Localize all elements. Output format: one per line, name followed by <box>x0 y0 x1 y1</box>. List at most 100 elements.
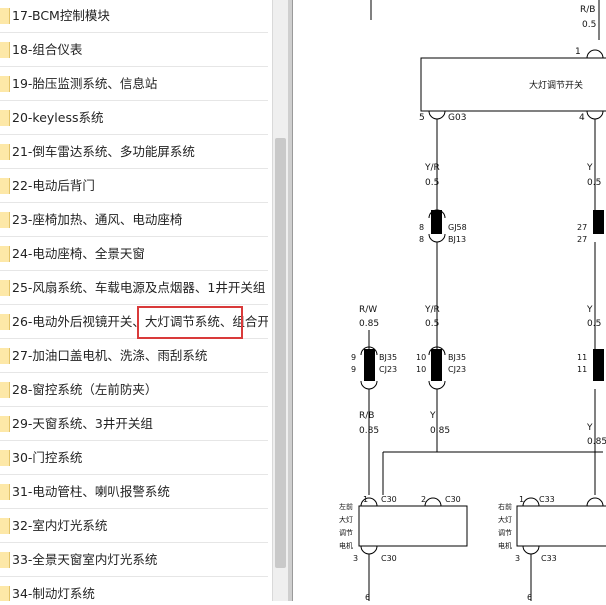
conn2a-name-top: BJ35 <box>379 353 397 362</box>
bookmark-label: 23-座椅加热、通风、电动座椅 <box>12 212 183 227</box>
wire-y4-color: Y <box>586 423 593 433</box>
conn2b-name-bottom: CJ23 <box>448 365 466 374</box>
bookmark-page-icon <box>0 144 10 160</box>
motor-left-pin2: 2 <box>421 495 426 504</box>
headlamp-adjust-switch-box <box>420 57 606 112</box>
conn1-pin-top: 8 <box>419 223 424 232</box>
bookmark-item[interactable]: 31-电动管柱、喇叭报警系统 <box>0 476 268 509</box>
bookmark-label: 27-加油口盖电机、洗涤、雨刮系统 <box>12 348 208 363</box>
top-wire-color: R/B <box>580 5 595 15</box>
right-headlamp-motor-box <box>516 505 606 547</box>
motor-left-label-1: 左前 <box>339 502 353 511</box>
bookmark-item[interactable]: 19-胎压监测系统、信息站 <box>0 68 268 101</box>
conn1-name-top: GJ58 <box>448 223 467 232</box>
bookmark-item[interactable]: 29-天窗系统、3井开关组 <box>0 408 268 441</box>
bookmark-item[interactable]: 26-电动外后视镜开关、大灯调节系统、组合开关 <box>0 306 268 339</box>
motor-left-pin3: 3 <box>353 554 358 563</box>
bookmark-page-icon <box>0 416 10 432</box>
bookmark-item[interactable]: 24-电动座椅、全景天窗 <box>0 238 268 271</box>
wire-yr-color: Y/R <box>424 163 440 173</box>
bottom-mark-left: 6 <box>365 593 370 601</box>
bookmark-item[interactable]: 28-窗控系统（左前防夹） <box>0 374 268 407</box>
bookmark-item[interactable]: 34-制动灯系统 <box>0 578 268 601</box>
wire-y3-gauge: 0.85 <box>430 426 450 436</box>
bookmark-page-icon <box>0 212 10 228</box>
motor-left-label-4: 电机 <box>339 541 353 550</box>
motor-right-label-4: 电机 <box>498 541 512 550</box>
connector-bj35-9 <box>364 349 375 381</box>
conn2b-pin-top: 10 <box>416 353 426 362</box>
bookmark-item[interactable]: 18-组合仪表 <box>0 34 268 67</box>
bookmark-item[interactable]: 23-座椅加热、通风、电动座椅 <box>0 204 268 237</box>
bookmark-label: 33-全景天窗室内灯光系统 <box>12 552 158 567</box>
bookmark-label: 18-组合仪表 <box>12 42 83 57</box>
bookmark-item[interactable]: 27-加油口盖电机、洗涤、雨刮系统 <box>0 340 268 373</box>
scrollbar-thumb[interactable] <box>275 138 286 568</box>
motor-left-label-3: 调节 <box>339 528 353 537</box>
bookmark-item[interactable]: 21-倒车雷达系统、多功能屏系统 <box>0 136 268 169</box>
conn2b-name-top: BJ35 <box>448 353 466 362</box>
bookmark-item[interactable]: 32-室内灯光系统 <box>0 510 268 543</box>
bookmark-page-icon <box>0 110 10 126</box>
bookmark-label: 24-电动座椅、全景天窗 <box>12 246 145 261</box>
conn1r-pin-top: 27 <box>577 223 587 232</box>
bookmark-label: 30-门控系统 <box>12 450 83 465</box>
sidebar-scrollbar[interactable] <box>272 0 288 601</box>
bookmark-item[interactable]: 22-电动后背门 <box>0 170 268 203</box>
bookmark-label: 25-风扇系统、车载电源及点烟器、1井开关组 <box>12 280 266 295</box>
bookmark-item[interactable]: 33-全景天窗室内灯光系统 <box>0 544 268 577</box>
bookmark-page-icon <box>0 348 10 364</box>
wire-y4-gauge: 0.85 <box>587 437 606 447</box>
bookmark-item[interactable]: 20-keyless系统 <box>0 102 268 135</box>
bookmark-label: 21-倒车雷达系统、多功能屏系统 <box>12 144 195 159</box>
bookmark-label: 17-BCM控制模块 <box>12 8 110 23</box>
wire-yr2-gauge: 0.5 <box>425 319 439 329</box>
bookmark-page-icon <box>0 518 10 534</box>
wire-rb2-gauge: 0.85 <box>359 426 379 436</box>
wire-rw-gauge: 0.85 <box>359 319 379 329</box>
bookmark-page-icon <box>0 314 10 330</box>
bookmark-page-icon <box>0 178 10 194</box>
bookmark-page-icon <box>0 42 10 58</box>
motor-left-label-2: 大灯 <box>339 515 353 524</box>
left-headlamp-motor-box <box>358 505 468 547</box>
bookmark-page-icon <box>0 382 10 398</box>
bookmark-label: 20-keyless系统 <box>12 110 104 125</box>
wiring-diagram: R/B 0.5 1 大灯调节开关 5 G03 4 Y/R 0.5 Y 0.5 8… <box>339 0 606 602</box>
switch-pin-left: 5 <box>419 113 425 123</box>
wire-rw-color: R/W <box>359 305 377 315</box>
motor-right-conn1: C33 <box>539 495 555 504</box>
wire-y-color: Y <box>586 163 593 173</box>
conn1-pin-bottom: 8 <box>419 235 424 244</box>
top-wire-gauge: 0.5 <box>582 20 596 30</box>
bookmark-page-icon <box>0 552 10 568</box>
connector-11 <box>593 349 604 381</box>
motor-left-conn3: C30 <box>381 554 397 563</box>
connector-bj35-10 <box>431 349 442 381</box>
bookmark-item[interactable]: 17-BCM控制模块 <box>0 0 268 33</box>
bookmark-label: 31-电动管柱、喇叭报警系统 <box>12 484 170 499</box>
conn2a-pin-top: 9 <box>351 353 356 362</box>
bookmark-page-icon <box>0 246 10 262</box>
red-highlight-box <box>137 306 243 339</box>
bookmark-page-icon <box>0 280 10 296</box>
motor-left-pin1: 1 <box>363 495 368 504</box>
switch-pin-top: 1 <box>575 47 581 57</box>
bookmark-page-icon <box>0 8 10 24</box>
bottom-mark-right: 6 <box>527 593 532 601</box>
wiring-diagram-page: R/B 0.5 1 大灯调节开关 5 G03 4 Y/R 0.5 Y 0.5 8… <box>292 0 606 602</box>
bookmark-label: 28-窗控系统（左前防夹） <box>12 382 158 397</box>
bookmark-label: 34-制动灯系统 <box>12 586 95 601</box>
motor-right-label-3: 调节 <box>498 528 512 537</box>
bookmark-item[interactable]: 25-风扇系统、车载电源及点烟器、1井开关组 <box>0 272 268 305</box>
motor-right-pin1: 1 <box>519 495 524 504</box>
bookmark-item[interactable]: 30-门控系统 <box>0 442 268 475</box>
motor-left-conn2: C30 <box>445 495 461 504</box>
wire-yr2-color: Y/R <box>424 305 440 315</box>
conn2a-pin-bottom: 9 <box>351 365 356 374</box>
conn2a-name-bottom: CJ23 <box>379 365 397 374</box>
switch-connector-left: G03 <box>448 113 466 123</box>
bookmark-page-icon <box>0 484 10 500</box>
wire-y2-gauge: 0.5 <box>587 319 601 329</box>
wire-rb2-color: R/B <box>359 411 374 421</box>
